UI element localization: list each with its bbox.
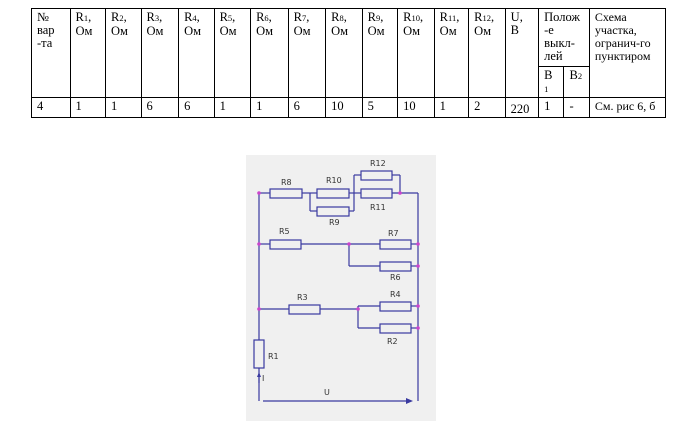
resistor-r12 xyxy=(360,170,393,181)
header-r5: R5, Ом xyxy=(213,8,252,98)
parameters-table: № вар -та R1, Ом R2, Ом R3, Ом R4, Ом R5… xyxy=(31,8,667,118)
label-r10: R10 xyxy=(326,176,342,185)
resistor-r3 xyxy=(288,304,321,315)
cell-circuit-ref: См. рис 6, б xyxy=(588,97,667,118)
cell-switch-b2: - xyxy=(563,97,590,118)
cell-r10: 10 xyxy=(397,97,435,118)
resistor-r9 xyxy=(316,206,350,217)
node-r6-right xyxy=(416,264,420,268)
label-r7: R7 xyxy=(388,229,399,238)
cell-r3: 6 xyxy=(140,97,180,118)
resistor-r10 xyxy=(316,188,350,199)
label-r11: R11 xyxy=(370,203,386,212)
cell-r5: 1 xyxy=(213,97,252,118)
header-r7: R7, Ом xyxy=(287,8,327,98)
node-mid-split xyxy=(347,242,351,246)
header-switch-b2: В2 xyxy=(563,66,590,98)
header-r8: R8, Ом xyxy=(325,8,363,98)
label-r4: R4 xyxy=(390,290,401,299)
label-r6: R6 xyxy=(390,273,401,282)
header-r3: R3, Ом xyxy=(140,8,180,98)
node-top-left xyxy=(257,191,261,195)
cell-r1: 1 xyxy=(69,97,107,118)
cell-r6: 1 xyxy=(250,97,289,118)
resistor-r6 xyxy=(379,261,412,272)
header-r6: R6, Ом xyxy=(250,8,289,98)
cell-r4: 6 xyxy=(178,97,215,118)
header-switch-position: Полож -е выкл-лей xyxy=(538,8,590,67)
resistor-r5 xyxy=(269,239,302,250)
node-top-right xyxy=(398,191,402,195)
node-low-left xyxy=(257,307,261,311)
resistor-r8 xyxy=(269,188,303,199)
header-r10: R10, Ом xyxy=(397,8,435,98)
header-r12: R12, Ом xyxy=(468,8,506,98)
cell-r12: 2 xyxy=(468,97,506,118)
node-r2-right xyxy=(416,326,420,330)
header-r9: R9, Ом xyxy=(361,8,399,98)
header-r2: R2, Ом xyxy=(105,8,142,98)
resistor-r2 xyxy=(379,323,412,334)
cell-switch-b1: 1 xyxy=(538,97,565,118)
cell-r7: 6 xyxy=(287,97,327,118)
circuit-svg: R8 R10 R12 R11 R9 R5 R7 R6 R3 R4 R2 R1 I… xyxy=(253,159,420,404)
node-r4-right xyxy=(416,304,420,308)
resistor-r11 xyxy=(360,188,393,199)
resistor-r1 xyxy=(253,339,265,369)
table-row: 4 1 1 6 6 1 1 6 10 5 10 1 2 220 1 - См. … xyxy=(31,97,667,118)
resistor-r7 xyxy=(379,239,412,250)
voltage-arrow-icon xyxy=(406,398,413,404)
label-r1: R1 xyxy=(268,352,279,361)
cell-r9: 5 xyxy=(361,97,399,118)
header-r4: R4, Ом xyxy=(178,8,215,98)
circuit-diagram: R8 R10 R12 R11 R9 R5 R7 R6 R3 R4 R2 R1 I… xyxy=(246,155,436,421)
cell-r8: 10 xyxy=(325,97,363,118)
cell-r11: 1 xyxy=(433,97,470,118)
header-r11: R11, Ом xyxy=(433,8,470,98)
header-circuit-section: Схема участка, огранич-го пунктиром xyxy=(588,8,667,98)
cell-voltage: 220 xyxy=(504,97,540,118)
label-r9: R9 xyxy=(329,218,340,227)
label-r5: R5 xyxy=(279,227,290,236)
cell-r2: 1 xyxy=(105,97,142,118)
label-r3: R3 xyxy=(297,293,308,302)
cell-variant: 4 xyxy=(31,97,71,118)
label-r8: R8 xyxy=(281,178,292,187)
label-r2: R2 xyxy=(387,337,398,346)
header-voltage: U, В xyxy=(504,8,540,98)
label-r12: R12 xyxy=(370,159,386,168)
current-arrow-icon xyxy=(257,372,261,377)
node-low-split xyxy=(356,307,360,311)
label-current: I xyxy=(262,374,264,383)
resistor-r4 xyxy=(379,301,412,312)
header-variant: № вар -та xyxy=(31,8,71,98)
header-r1: R1, Ом xyxy=(69,8,107,98)
node-mid-right xyxy=(416,242,420,246)
label-voltage: U xyxy=(324,388,330,397)
node-mid-left xyxy=(257,242,261,246)
